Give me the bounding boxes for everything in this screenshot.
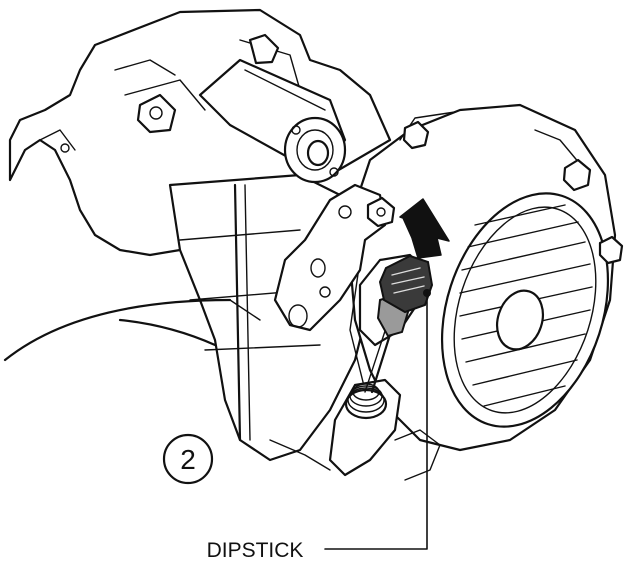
starter-motor bbox=[136, 33, 347, 184]
dipstick-label: DIPSTICK bbox=[207, 539, 304, 562]
dipstick-callout: DIPSTICK bbox=[207, 292, 428, 562]
step-number: 2 bbox=[180, 444, 196, 475]
step-number-badge: 2 bbox=[162, 433, 214, 485]
up-arrow-icon bbox=[399, 198, 450, 259]
fan-cover bbox=[348, 103, 624, 452]
